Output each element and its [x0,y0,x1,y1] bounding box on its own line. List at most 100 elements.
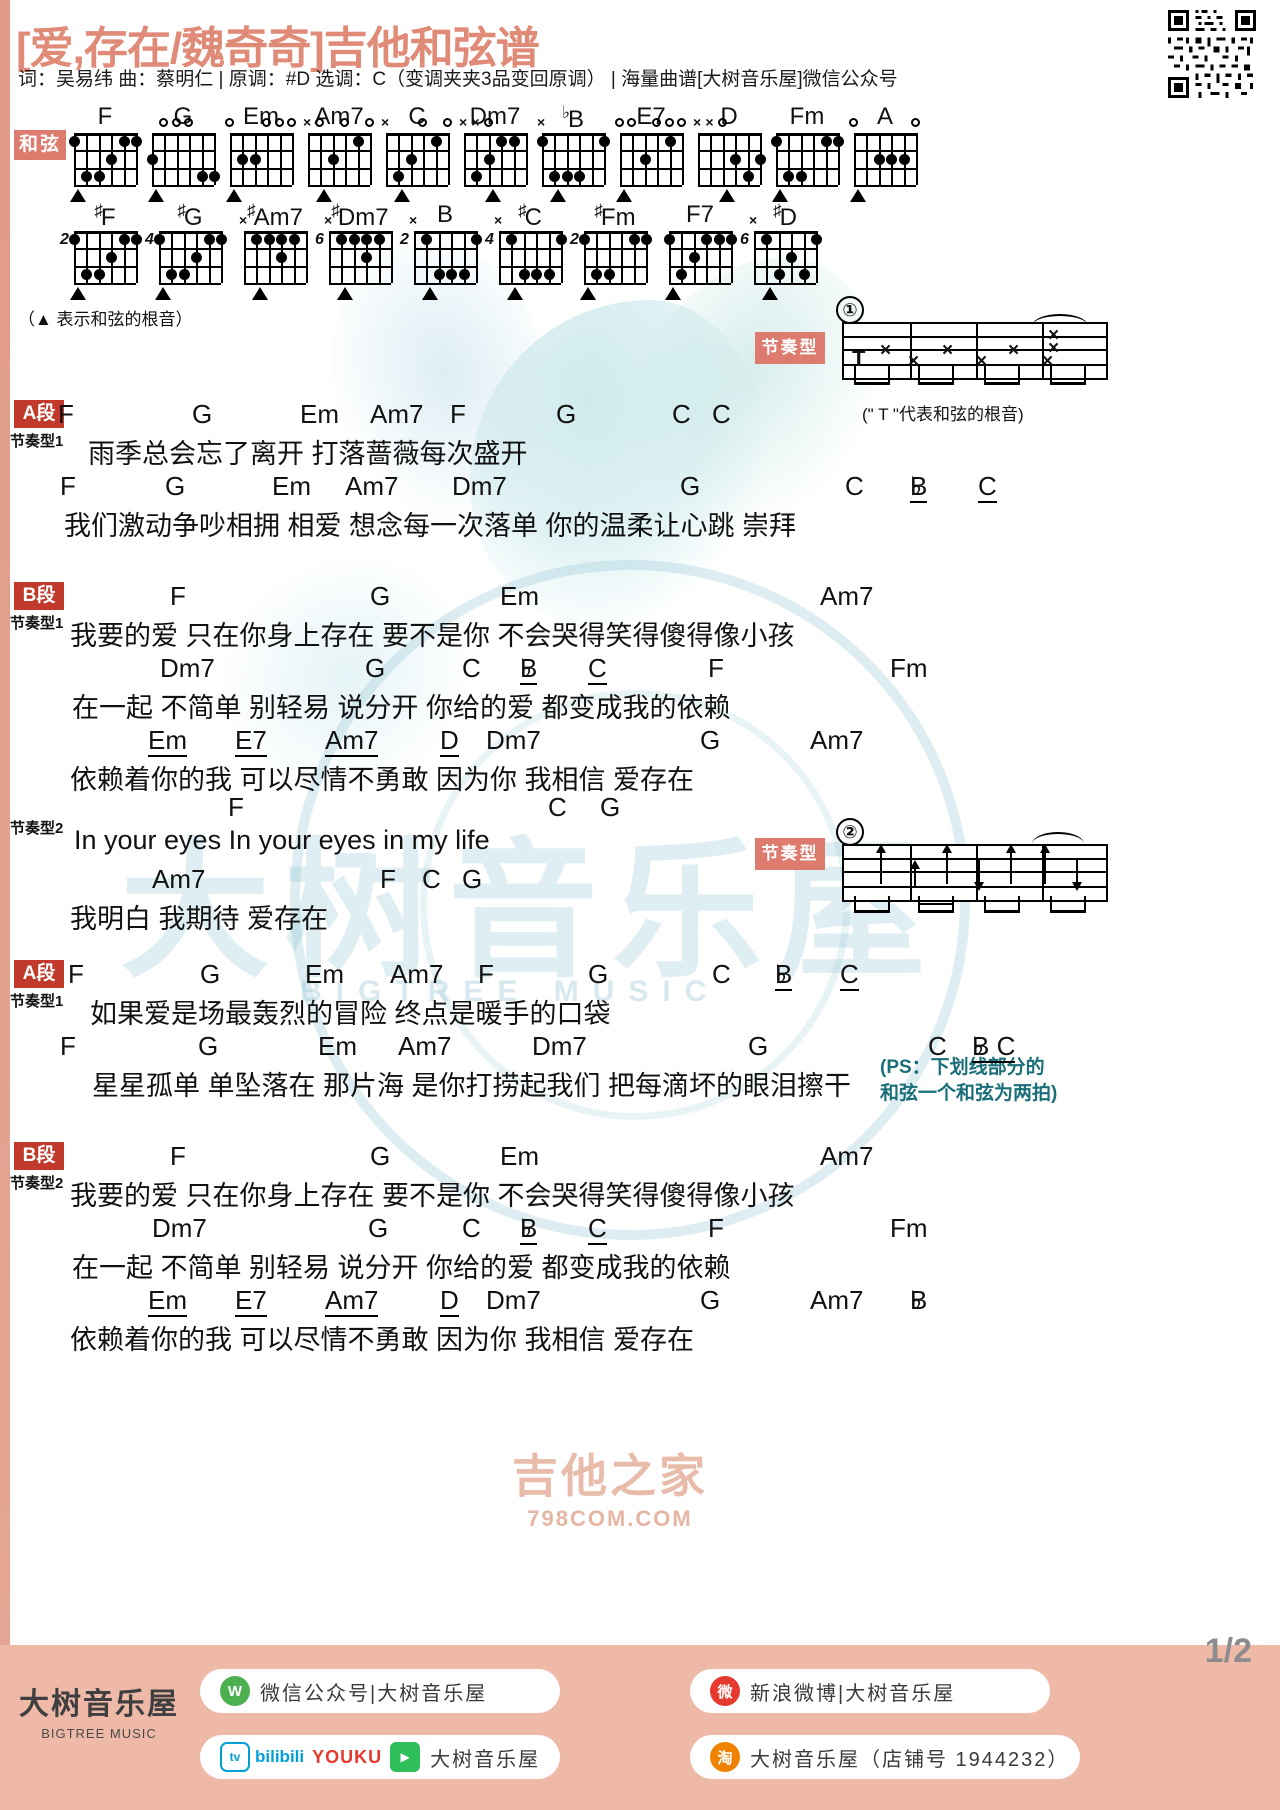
chord-diagram-dm7: Dm7×× [452,103,538,203]
chord-root-marker [580,287,596,300]
chord-symbol: D [440,1285,459,1317]
chord-symbol: Dm7 [486,725,541,755]
watermark-center-top: 吉他之家 [512,1450,708,1502]
chord-symbol: C [588,653,607,685]
chord-symbol: Em [500,1141,539,1171]
chord-symbol: C [712,399,731,429]
footer-logo-cn: 大树音乐屋 [19,1688,179,1721]
section-rhythm-label: 节奏型2 [10,820,64,837]
chord-diagram-f: F [62,103,148,203]
rhythm-x-3: × [942,340,954,361]
chord-symbol: G [700,1285,721,1315]
chord-finger-dot [676,268,688,280]
chord-symbol: C [978,471,997,503]
chord-finger-dot [237,153,249,165]
footer-pill-wechat-label: 微信公众号|大树音乐屋 [260,1682,488,1705]
chord-name: Fm [789,103,825,130]
chord-finger-dot [118,136,130,148]
rhythm-badge-1: 节奏型 [755,332,825,364]
chord-finger-dot [873,153,885,165]
rhythm-stem-7 [1050,366,1053,384]
chord-symbol: Am7 [152,864,206,894]
rhythm-beam-1 [854,382,890,385]
chord-finger-dot [820,136,832,148]
chord-symbol: F [228,792,244,822]
youku-wordmark: YOUKU [312,1746,383,1767]
chord-finger-dot [69,234,80,246]
chord-symbol: C [588,1213,607,1245]
chord-finger-dot [81,268,93,280]
chord-diagram-em: Em [218,103,304,203]
chord-finger-dot [755,153,766,165]
chord-symbol: ♭B [520,1213,538,1245]
chord-symbol: Dm7 [152,1213,207,1243]
chord-diagram-b: B×2 [400,201,488,301]
chord-finger-dot [506,234,518,246]
chord-finger-dot [483,153,495,165]
ps-note-line-2: 和弦一个和弦为两拍) [880,1083,1058,1104]
lyric-line: 我要的爱 只在你身上存在 要不是你 不会哭得笑得傻得像小孩 [70,621,795,651]
chord-symbol: G [748,1031,769,1061]
rhythm2-stem-1 [854,896,857,912]
chord-symbol: G [200,959,221,989]
chord-symbol: F [58,399,74,429]
chord-finger-dot [543,268,555,280]
chord-open-string-marker [652,118,662,127]
rhythm-x-6: × [1042,351,1054,372]
footer-logo-en: BIGTREE MUSIC [41,1726,157,1741]
chord-symbol: Dm7 [160,653,215,683]
chord-name: F7 [685,201,714,228]
chord-symbol: G [680,471,701,501]
watermark-ring-inner [420,690,850,1120]
chord-diagram-sharp-dm7: ♯Dm7×6 [315,201,403,301]
chord-root-marker [70,287,86,300]
chord-symbol: C [712,959,731,989]
chord-fretboard: ×× [459,115,528,187]
chord-symbol: F [68,959,84,989]
rhythm-x-5: × [1008,340,1020,361]
chord-muted-string-marker: × [749,212,758,228]
watermark-center-bottom: 798COM.COM [527,1506,693,1531]
footer-pill-video[interactable]: tv bilibili YOUKU ▶ 大树音乐屋 [200,1735,560,1779]
rhythm-tie-1 [1032,314,1088,326]
chord-finger-dot [178,268,190,280]
chord-symbol: Am7 [325,725,379,757]
chord-diagram-f7: F7 [657,201,743,301]
chord-finger-dot [531,268,543,280]
chord-finger-dot [701,234,713,246]
footer-pill-weibo[interactable]: 微 新浪微博|大树音乐屋 [690,1669,1050,1713]
chord-open-string-marker [443,118,452,127]
chord-finger-dot [69,136,80,148]
footer-pill-wechat[interactable]: W 微信公众号|大树音乐屋 [200,1669,560,1713]
chord-fretboard: × [537,115,610,187]
footer-pill-weibo-label: 新浪微博|大树音乐屋 [750,1682,956,1705]
chord-fretboard [664,231,737,285]
chord-finger-dot [263,234,275,246]
chord-finger-dot [771,136,782,148]
page-title: [爱,存在/魏奇奇]吉他和弦谱 [16,24,540,73]
chord-fretboard [69,133,142,187]
lyric-line: 我要的爱 只在你身上存在 要不是你 不会哭得笑得傻得像小孩 [70,1181,795,1211]
rhythm-beam-3 [984,382,1020,385]
chord-symbol: C [672,399,691,429]
chord-finger-dot [688,251,700,263]
chord-symbol: Dm7 [486,1285,541,1315]
footer-pill-taobao-label: 大树音乐屋（店铺号 1944232） [750,1748,1070,1771]
rhythm2-beam-4 [1050,910,1086,913]
footer-logo: 大树音乐屋 BIGTREE MUSIC [14,1679,184,1741]
chord-name: ♭B [561,103,585,133]
chord-symbol: Em [148,725,187,757]
chord-finger-dot [166,268,178,280]
chord-finger-dot [556,234,567,246]
chord-finger-dot [393,170,405,182]
chord-finger-dot [664,136,676,148]
chord-symbol: C [840,959,859,991]
chord-symbol: G [462,864,483,894]
rhythm-x-1: × [880,340,892,361]
chord-fretboard: 2 [570,231,652,285]
chord-finger-dot [249,153,261,165]
rhythm-pattern-2: ② [836,818,1108,918]
footer-pill-taobao[interactable]: 淘 大树音乐屋（店铺号 1944232） [690,1735,1080,1779]
